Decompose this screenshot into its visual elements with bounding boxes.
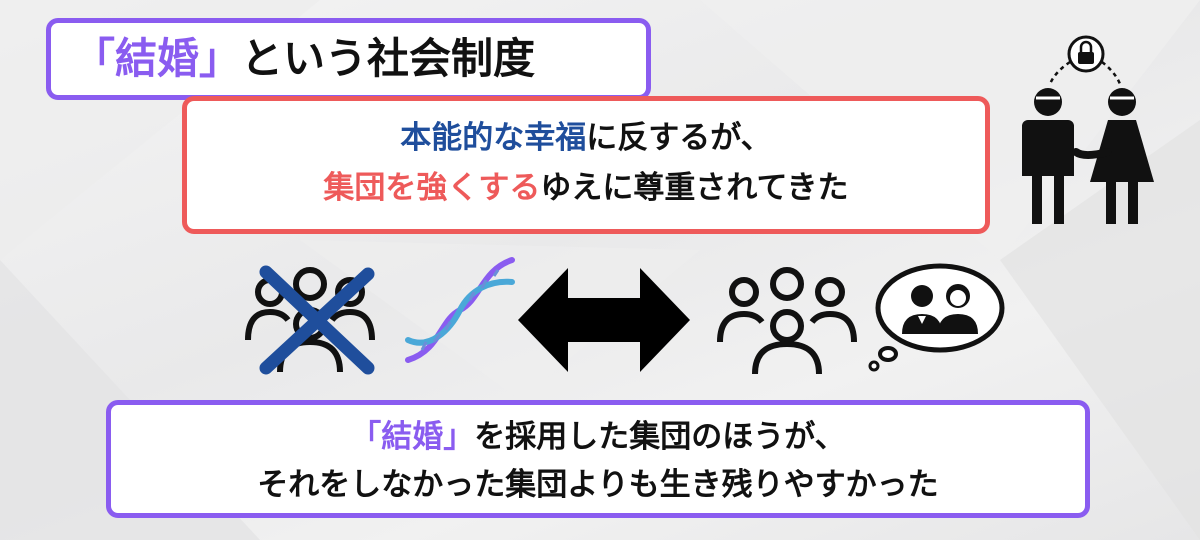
title-text: という社会制度 [241,34,536,83]
group-icon [717,267,857,375]
conclusion-line-2: それをしなかった集団よりも生き残りやすかった [257,467,939,503]
conclusion-rest: を採用した集団のほうが、 [474,419,846,455]
instinct-emphasis: 本能的な幸福 [400,120,587,156]
married-couple-thought-icon [868,263,1005,372]
conclusion-line-1: 「結婚」を採用した集団のほうが、 [111,413,1085,461]
conclusion-box: 「結婚」を採用した集団のほうが、 それをしなかった集団よりも生き残りやすかった [106,400,1090,518]
crossed-out-group-icon [245,265,375,375]
title-quote: 「結婚」 [73,34,242,83]
instinct-line-1: 本能的な幸福に反するが、 [187,113,985,163]
strengthen-emphasis: 集団を強くする [323,170,541,206]
instinct-box: 本能的な幸福に反するが、 集団を強くするゆえに尊重されてきた [182,96,990,234]
instinct-line-2: 集団を強くするゆえに尊重されてきた [187,163,985,213]
dna-icon [405,257,515,363]
strengthen-rest: ゆえに尊重されてきた [540,170,849,206]
instinct-rest: に反するが、 [586,120,772,156]
double-arrow-icon [518,268,690,372]
title-box: 「結婚」という社会制度 [46,18,651,100]
couple-lock-icon [1022,35,1154,224]
conclusion-quote: 「結婚」 [350,419,475,455]
